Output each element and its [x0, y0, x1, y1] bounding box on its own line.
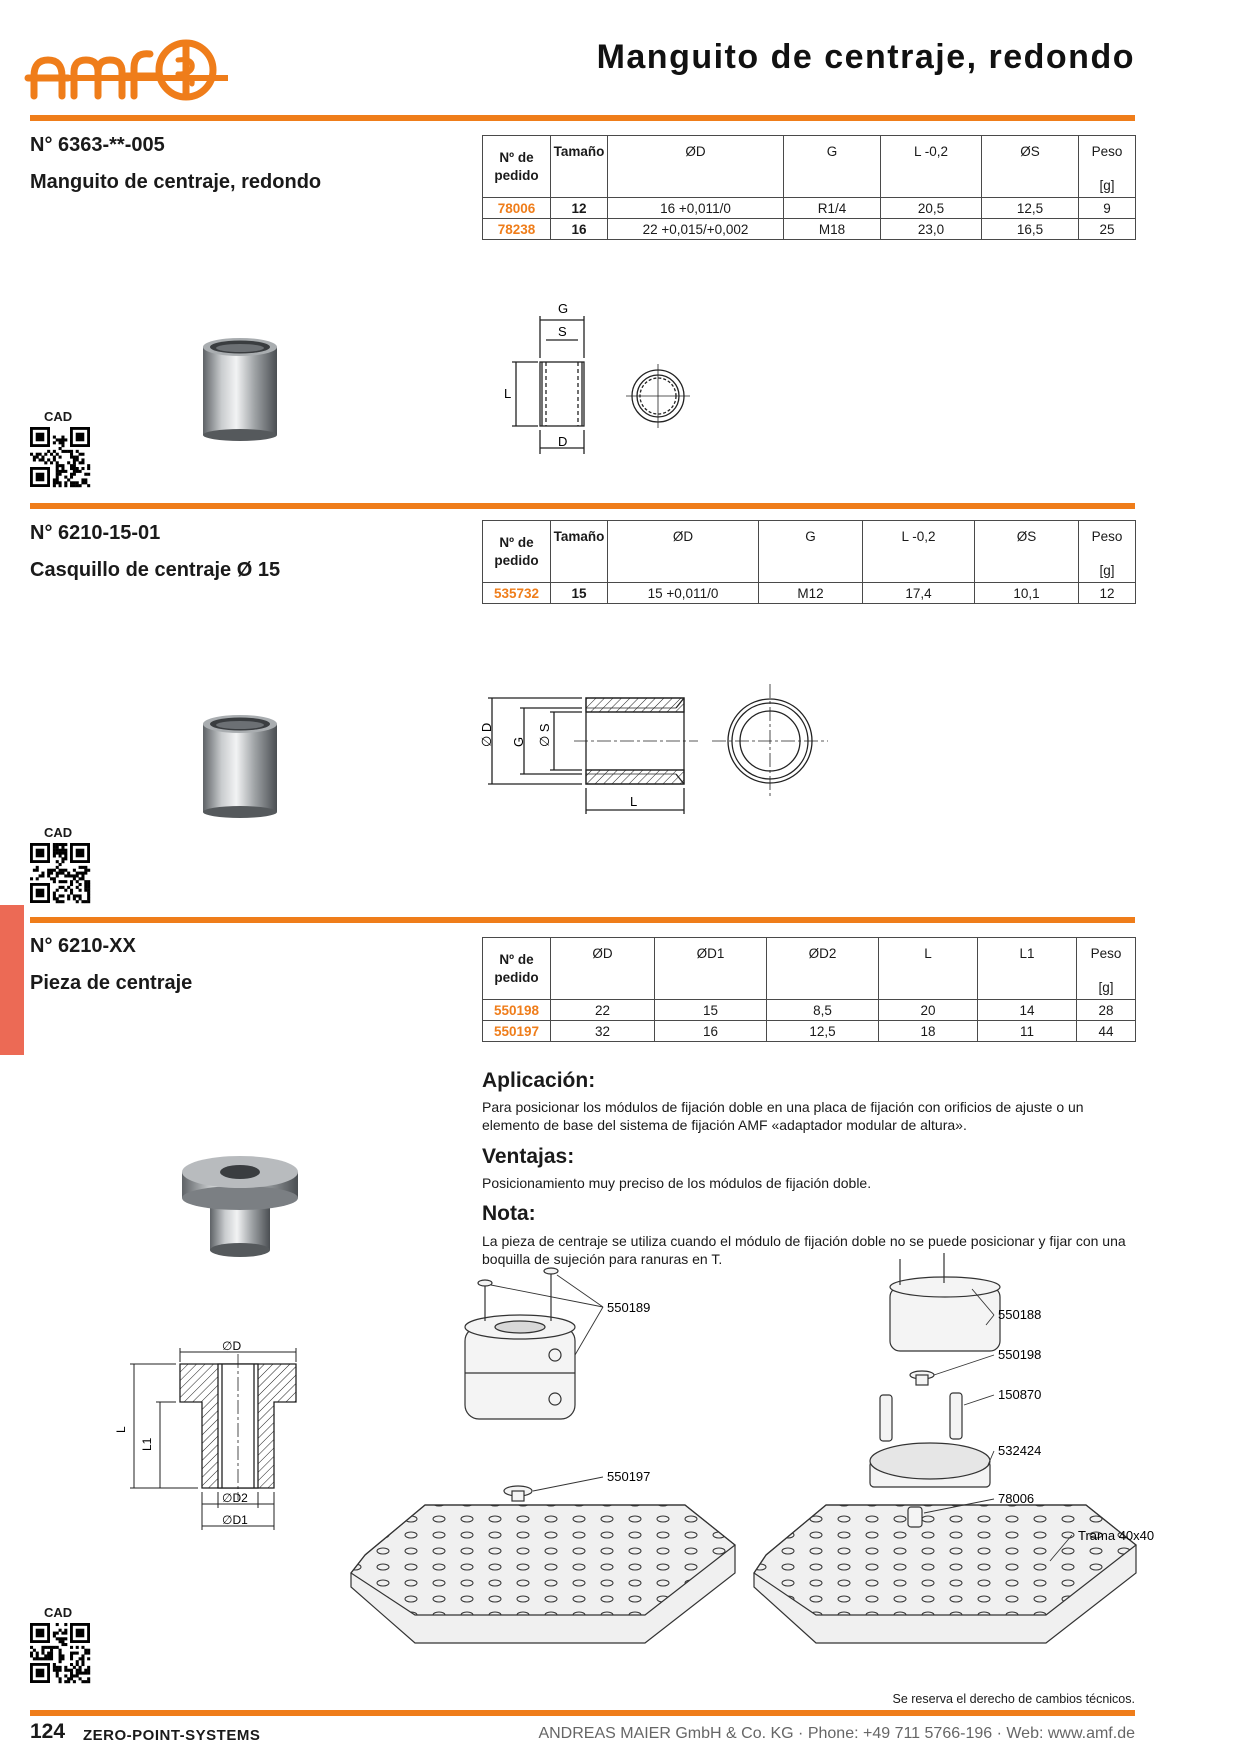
section-tab: [0, 905, 24, 1055]
assembly-right-illustration: 550188 550198 150870 532424 78006 Trama …: [753, 1253, 1154, 1644]
svg-text:550188: 550188: [998, 1307, 1041, 1322]
svg-text:150870: 150870: [998, 1387, 1041, 1402]
col-od: ØD: [607, 135, 784, 198]
amf-logo: [24, 39, 228, 101]
section-heading: Ventajas:: [482, 1145, 575, 1168]
section-text: Para posicionar los módulos de fijación …: [482, 1099, 1084, 1133]
col-l: L -0,2: [862, 520, 975, 583]
cad-block: CAD: [30, 1605, 91, 1688]
svg-text:550198: 550198: [998, 1347, 1041, 1362]
svg-text:G: G: [558, 301, 568, 316]
col-order-no: Nº de pedido: [482, 937, 551, 1000]
section-heading: Aplicación:: [482, 1069, 596, 1092]
svg-text:L1: L1: [140, 1437, 154, 1451]
col-l: L: [878, 937, 978, 1000]
page-number: 124: [30, 1720, 66, 1743]
svg-text:∅D: ∅D: [222, 1339, 241, 1353]
product-number: N° 6210-15-01: [30, 522, 161, 544]
col-od: ØD: [607, 520, 759, 583]
product-number: N° 6363-**-005: [30, 134, 165, 156]
col-order-no: Nº de pedido: [482, 520, 551, 583]
qr-code-icon[interactable]: [30, 843, 91, 904]
col-l: L -0,2: [880, 135, 982, 198]
product-name: Manguito de centraje, redondo: [30, 171, 322, 193]
spec-table: Nº de pedido Tamaño ØD G L -0,2 ØS Peso[…: [482, 135, 1136, 240]
svg-text:L: L: [114, 1426, 128, 1433]
col-weight: Peso[g]: [1076, 937, 1136, 1000]
product-name: Casquillo de centraje Ø 15: [30, 559, 281, 581]
qr-code-icon[interactable]: [30, 427, 91, 488]
svg-text:∅ S: ∅ S: [537, 723, 552, 747]
order-code-link[interactable]: 78006: [482, 197, 551, 219]
col-os: ØS: [974, 520, 1079, 583]
col-os: ØS: [981, 135, 1079, 198]
qr-code-icon[interactable]: [30, 1623, 91, 1684]
table-row: 550198 22 15 8,5 20 14 28: [482, 999, 1136, 1021]
order-code-link[interactable]: 550197: [482, 1020, 551, 1042]
bushing-drawing: ∅ D G ∅ S L: [479, 684, 828, 814]
col-od: ØD: [550, 937, 655, 1000]
col-od2: ØD2: [766, 937, 879, 1000]
orange-divider: [30, 503, 1135, 509]
svg-text:∅D2: ∅D2: [222, 1491, 248, 1505]
svg-text:550197: 550197: [607, 1469, 650, 1484]
cad-block: CAD: [30, 409, 91, 492]
table-row: 78006 12 16 +0,011/0 R1/4 20,5 12,5 9: [482, 197, 1136, 219]
svg-text:S: S: [558, 324, 567, 339]
orange-divider: [30, 115, 1135, 121]
col-size: Tamaño: [550, 520, 608, 583]
centering-piece-drawing: ∅D L L1 ∅D2 ∅D1: [114, 1339, 297, 1530]
svg-text:550189: 550189: [607, 1300, 650, 1315]
col-weight: Peso[g]: [1078, 520, 1136, 583]
sleeve-photo: [203, 338, 277, 441]
svg-text:∅ D: ∅ D: [479, 723, 494, 747]
product-name: Pieza de centraje: [30, 972, 193, 994]
col-weight: Peso[g]: [1078, 135, 1136, 198]
col-od1: ØD1: [654, 937, 767, 1000]
col-order-no: Nº de pedido: [482, 135, 551, 198]
table-row: 550197 32 16 12,5 18 11 44: [482, 1020, 1136, 1042]
order-code-link[interactable]: 78238: [482, 218, 551, 240]
table-row: 535732 15 15 +0,011/0 M12 17,4 10,1 12: [482, 582, 1136, 604]
company-info: ANDREAS MAIER GmbH & Co. KG · Phone: +49…: [538, 1725, 1135, 1742]
system-name: ZERO-POINT-SYSTEMS: [83, 1727, 261, 1744]
bushing-photo: [203, 715, 277, 818]
svg-text:L: L: [630, 794, 637, 809]
section-text: La pieza de centraje se utiliza cuando e…: [482, 1233, 1126, 1267]
spec-table: Nº de pedido Tamaño ØD G L -0,2 ØS Peso[…: [482, 520, 1136, 604]
col-size: Tamaño: [550, 135, 608, 198]
svg-text:∅D1: ∅D1: [222, 1513, 248, 1527]
svg-text:Trama 40x40: Trama 40x40: [1078, 1528, 1154, 1543]
section-text: Posicionamiento muy preciso de los módul…: [482, 1175, 872, 1191]
col-g: G: [758, 520, 863, 583]
svg-text:G: G: [511, 737, 526, 747]
svg-text:D: D: [558, 434, 567, 449]
section-heading: Nota:: [482, 1202, 536, 1225]
col-l1: L1: [977, 937, 1077, 1000]
order-code-link[interactable]: 535732: [482, 582, 551, 604]
centering-piece-photo: [182, 1156, 298, 1257]
disclaimer: Se reserva el derecho de cambios técnico…: [892, 1692, 1136, 1706]
col-g: G: [783, 135, 881, 198]
cad-block: CAD: [30, 825, 91, 908]
product-number: N° 6210-XX: [30, 935, 136, 957]
table-row: 78238 16 22 +0,015/+0,002 M18 23,0 16,5 …: [482, 218, 1136, 240]
svg-text:78006: 78006: [998, 1491, 1034, 1506]
order-code-link[interactable]: 550198: [482, 999, 551, 1021]
svg-text:532424: 532424: [998, 1443, 1041, 1458]
orange-divider: [30, 917, 1135, 923]
sleeve-drawing: G S L D: [504, 301, 690, 454]
svg-text:L: L: [504, 386, 511, 401]
spec-table: Nº de pedido ØD ØD1 ØD2 L L1 Peso[g] 550…: [482, 937, 1136, 1042]
orange-divider: [30, 1710, 1135, 1716]
page-title: Manguito de centraje, redondo: [596, 38, 1135, 76]
assembly-left-illustration: 550189 550197: [350, 1267, 736, 1644]
